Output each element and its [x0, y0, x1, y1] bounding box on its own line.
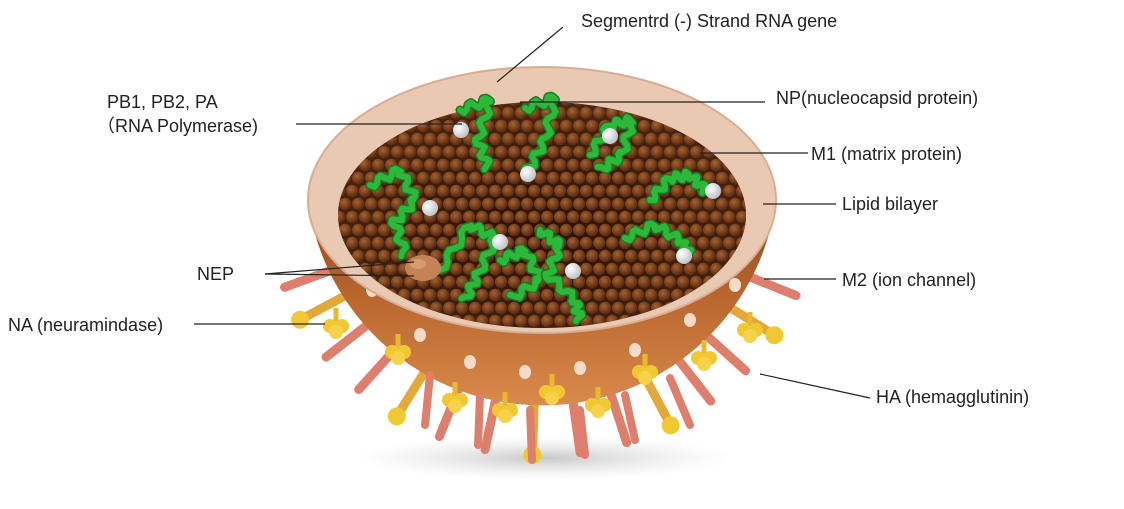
leader-ha: [760, 374, 870, 398]
polymerase-complex: [676, 248, 692, 264]
m2-channel: [629, 343, 641, 357]
na-head: [291, 311, 309, 329]
label-polymerase-line2: （RNA Polymerase): [97, 115, 258, 137]
polymerase-complex: [565, 263, 581, 279]
na-head: [697, 357, 711, 371]
na-head: [638, 371, 652, 385]
na-head: [765, 326, 783, 344]
label-np: NP(nucleocapsid protein): [776, 87, 978, 109]
m2-channel: [519, 365, 531, 379]
polymerase-complex: [602, 128, 618, 144]
m2-channel: [464, 355, 476, 369]
na-head: [329, 325, 343, 339]
na-head: [743, 329, 757, 343]
na-head: [545, 391, 559, 405]
na-head: [448, 399, 462, 413]
m2-channel: [729, 278, 741, 292]
m2-channel: [574, 361, 586, 375]
label-ha: HA (hemagglutinin): [876, 386, 1029, 408]
ha-spike: [478, 395, 480, 445]
ha-spike: [425, 375, 430, 425]
polymerase-complex: [520, 166, 536, 182]
label-polymerase-line1: PB1, PB2, PA: [107, 91, 218, 113]
na-head: [591, 404, 605, 418]
label-lipid-bilayer: Lipid bilayer: [842, 193, 938, 215]
label-m2: M2 (ion channel): [842, 269, 976, 291]
polymerase-complex: [705, 183, 721, 199]
na-head: [498, 409, 512, 423]
m2-channel: [414, 328, 426, 342]
label-na: NA (neuramindase): [8, 314, 163, 336]
m2-channel: [684, 313, 696, 327]
na-head: [388, 407, 406, 425]
ha-spike: [580, 410, 585, 455]
na-head: [391, 351, 405, 365]
drop-shadow: [355, 436, 735, 480]
label-segment-rna: Segmentrd (-) Strand RNA gene: [581, 10, 837, 32]
nep-protein: [405, 255, 441, 281]
polymerase-complex: [422, 200, 438, 216]
label-nep: NEP: [197, 263, 234, 285]
polymerase-complex: [492, 234, 508, 250]
ha-spike: [530, 410, 532, 460]
na-head: [662, 416, 680, 434]
label-m1: M1 (matrix protein): [811, 143, 962, 165]
